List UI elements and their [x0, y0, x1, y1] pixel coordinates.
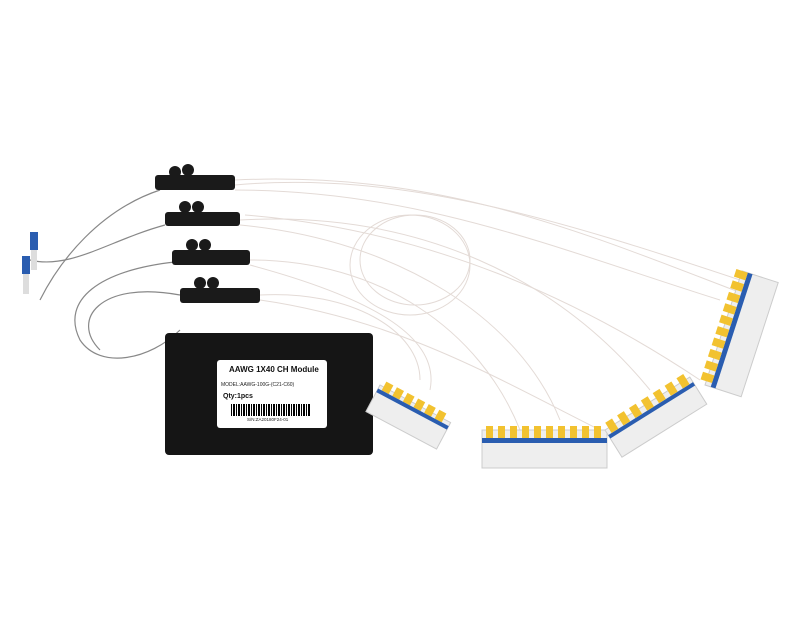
product-label: AAWG 1X40 CH Module MODEL:AAWG-100G-(C21… [217, 360, 327, 428]
label-serial: S/N:ZA20180F24-01 [247, 417, 289, 422]
barcode [231, 404, 311, 416]
lc-input-connectors [22, 232, 38, 294]
splitter-tubes [155, 164, 260, 303]
connector-fanout-4 [700, 269, 779, 398]
input-fibers [29, 189, 181, 359]
connector-fanout-3 [604, 374, 708, 458]
label-model: MODEL:AAWG-100G-(C21-C60) [221, 382, 295, 388]
label-title: AAWG 1X40 CH Module [229, 365, 319, 374]
connector-fanout-1 [365, 381, 452, 450]
connector-fanout-2 [481, 426, 608, 469]
label-quantity: Qty:1pcs [223, 393, 253, 400]
fiber-bundle [234, 178, 761, 431]
